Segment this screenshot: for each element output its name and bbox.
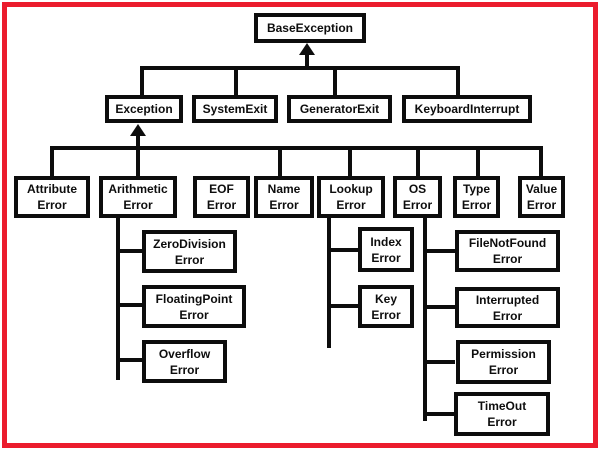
node-filenotfound-error: FileNotFound Error (455, 230, 560, 272)
node-label: KeyboardInterrupt (414, 102, 520, 116)
node-attribute-error: Attribute Error (14, 176, 90, 218)
connector-stub-lookuperror (348, 150, 352, 176)
connector-stub-interruptederror (425, 305, 455, 309)
node-label: Error (487, 415, 517, 429)
node-label: Error (488, 363, 519, 377)
node-os-error: OS Error (393, 176, 442, 218)
node-arithmetic-error: Arithmetic Error (99, 176, 177, 218)
connector-stub-nameerror (278, 150, 282, 176)
node-label: Permission (471, 347, 536, 361)
node-keyboardinterrupt: KeyboardInterrupt (402, 95, 532, 123)
connector-level3-rail (50, 146, 543, 150)
node-label: Error (492, 308, 523, 323)
node-label: Error (402, 198, 433, 212)
node-label: Error (269, 198, 299, 212)
node-label: TimeOut (477, 399, 527, 413)
connector-stub-floatingpointerror (118, 303, 142, 307)
node-label: FileNotFound (468, 236, 547, 250)
connector-stub-keyboardinterrupt (456, 70, 460, 95)
connector-stub-valueerror (539, 150, 543, 176)
node-label: Error (371, 250, 401, 265)
connector-stub-filenotfounderror (425, 249, 455, 253)
node-label: Error (169, 362, 200, 377)
connector-stub-exception (140, 70, 144, 95)
connector-stub-oserror (416, 150, 420, 176)
connector-level2-rail (140, 66, 460, 70)
node-label: FloatingPoint (155, 291, 233, 306)
node-label: ZeroDivision (153, 236, 226, 251)
node-label: Key (374, 291, 397, 306)
connector-stub-indexerror (329, 248, 358, 252)
node-label: Overflow (158, 346, 211, 361)
node-label: Error (206, 198, 237, 212)
arrow-up-to-baseexception-icon (299, 43, 315, 55)
node-generatorexit: GeneratorExit (287, 95, 392, 123)
connector-exception-stem (136, 135, 140, 176)
connector-stub-generatorexit (333, 70, 337, 95)
node-eof-error: EOF Error (193, 176, 250, 218)
node-overflow-error: Overflow Error (142, 340, 227, 383)
node-label: Error (336, 198, 366, 212)
node-label: Error (174, 252, 205, 267)
node-zerodivision-error: ZeroDivision Error (142, 230, 237, 273)
node-lookup-error: Lookup Error (317, 176, 385, 218)
node-label: Error (526, 198, 557, 212)
node-label: Type (462, 182, 491, 196)
node-label: Attribute (27, 182, 77, 196)
node-index-error: Index Error (358, 227, 414, 272)
node-label: Lookup (329, 182, 373, 196)
node-label: Error (179, 307, 209, 322)
node-value-error: Value Error (518, 176, 565, 218)
node-label: Value (525, 182, 558, 196)
connector-stub-systemexit (234, 70, 238, 95)
arrow-up-to-exception-icon (130, 124, 146, 136)
connector-baseexception-stem (305, 53, 309, 70)
node-label: OS (408, 182, 427, 196)
node-systemexit: SystemExit (192, 95, 278, 123)
connector-stub-attributeerror (50, 150, 54, 176)
node-label: Error (461, 198, 492, 212)
connector-stub-keyerror (329, 304, 358, 308)
node-label: Interrupted (475, 292, 540, 307)
node-label: Error (371, 307, 401, 322)
node-type-error: Type Error (453, 176, 500, 218)
node-timeout-error: TimeOut Error (454, 392, 550, 436)
node-exception: Exception (105, 95, 183, 123)
node-name-error: Name Error (254, 176, 314, 218)
node-label: Error (37, 198, 67, 212)
node-label: EOF (209, 182, 234, 196)
node-label: Error (492, 252, 523, 266)
node-label: GeneratorExit (299, 102, 380, 116)
node-floatingpoint-error: FloatingPoint Error (142, 285, 246, 328)
connector-lookup-trunk (327, 218, 331, 348)
connector-stub-overflowerror (118, 358, 142, 362)
node-permission-error: Permission Error (456, 340, 551, 384)
node-label: Index (370, 234, 402, 249)
connector-stub-permissionerror (425, 360, 455, 364)
connector-stub-typeerror (476, 150, 480, 176)
node-baseexception: BaseException (254, 13, 366, 43)
node-label: Error (123, 198, 153, 212)
connector-stub-zerodivisionerror (118, 249, 142, 253)
node-label: Exception (115, 102, 173, 116)
node-label: SystemExit (202, 102, 268, 116)
node-interrupted-error: Interrupted Error (455, 287, 560, 328)
connector-os-trunk (423, 218, 427, 421)
node-label: Name (267, 182, 301, 196)
node-label: BaseException (266, 21, 354, 35)
connector-stub-timeouterror (425, 412, 455, 416)
node-label: Arithmetic (108, 182, 168, 196)
node-key-error: Key Error (358, 285, 414, 328)
connector-arithmetic-trunk (116, 218, 120, 380)
